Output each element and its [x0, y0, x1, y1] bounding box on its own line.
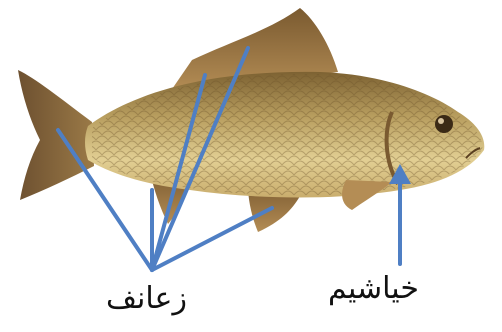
eye — [435, 115, 453, 133]
tail-fin — [18, 70, 94, 200]
label-gills: خياشيم — [328, 274, 419, 304]
pectoral-fin — [342, 180, 392, 210]
label-fins: زعانف — [106, 284, 187, 314]
gills-arrow — [389, 164, 411, 264]
